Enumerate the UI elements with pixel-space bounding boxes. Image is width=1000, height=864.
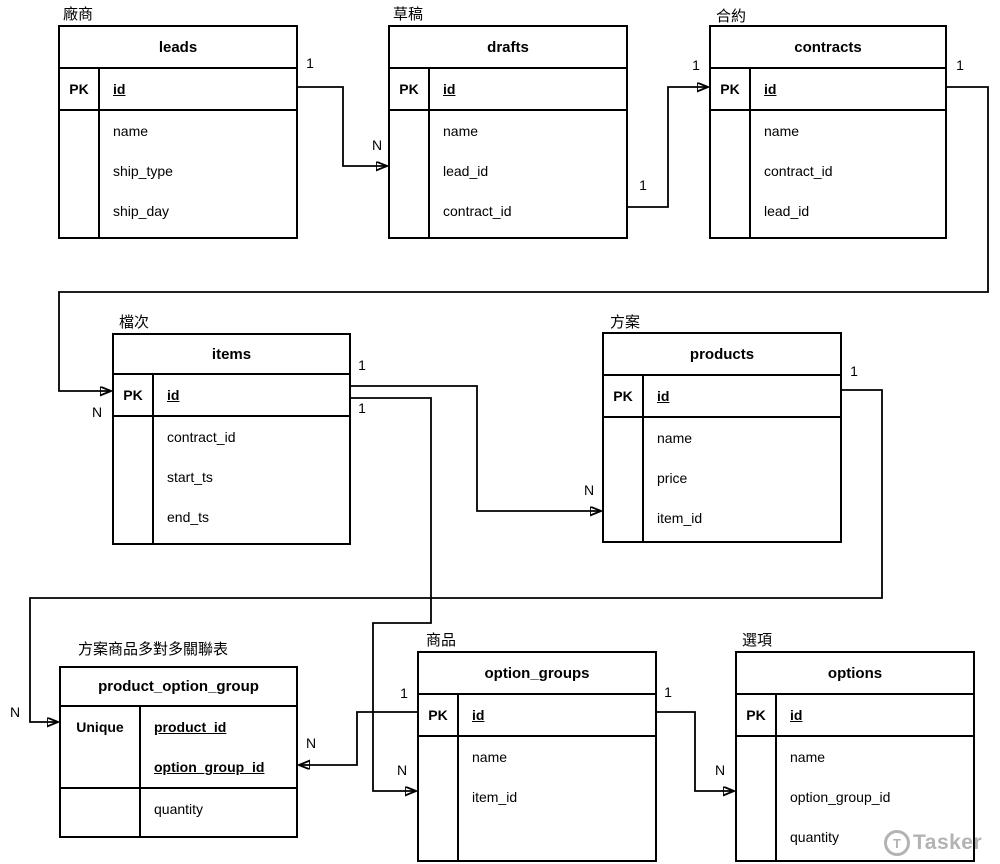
field: quantity bbox=[154, 801, 204, 817]
table-drafts[interactable]: drafts PK id name lead_id contract_id bbox=[388, 25, 628, 239]
field: item_id bbox=[657, 510, 703, 526]
field: name bbox=[657, 430, 693, 446]
table-label-options: 選項 bbox=[742, 632, 773, 649]
key-field: id bbox=[443, 81, 456, 97]
watermark-text: Tasker bbox=[913, 831, 983, 854]
cardinality-label: 1 bbox=[850, 363, 858, 379]
key-field: id bbox=[764, 81, 777, 97]
key-column-spacer bbox=[604, 418, 644, 541]
pk-cell: PK bbox=[604, 376, 644, 416]
table-label-products: 方案 bbox=[610, 314, 641, 331]
cardinality-label: N bbox=[9, 704, 21, 720]
table-title: leads bbox=[60, 27, 296, 69]
field: contract_id bbox=[167, 429, 236, 445]
field: name bbox=[790, 749, 826, 765]
table-title: products bbox=[604, 334, 840, 376]
key-column-spacer bbox=[61, 789, 141, 836]
cardinality-label: N bbox=[714, 762, 726, 778]
table-label-items: 檔次 bbox=[119, 314, 150, 331]
connector-option-groups-options bbox=[657, 711, 734, 791]
table-label-option-groups: 商品 bbox=[426, 632, 457, 649]
field: contract_id bbox=[764, 163, 833, 179]
key-field: id bbox=[790, 707, 803, 723]
cardinality-label: 1 bbox=[358, 400, 366, 416]
field: name bbox=[764, 123, 800, 139]
pk-cell: PK bbox=[419, 695, 459, 735]
cardinality-label: N bbox=[371, 137, 383, 153]
pk-cell: PK bbox=[737, 695, 777, 735]
field: start_ts bbox=[167, 469, 213, 485]
field: lead_id bbox=[443, 163, 489, 179]
table-items[interactable]: items PK id contract_id start_ts end_ts bbox=[112, 333, 351, 545]
key-field: option_group_id bbox=[154, 759, 265, 775]
key-column-spacer bbox=[114, 417, 154, 543]
key-column-spacer bbox=[60, 111, 100, 237]
pk-cell: PK bbox=[60, 69, 100, 109]
field: ship_type bbox=[113, 163, 173, 179]
table-contracts[interactable]: contracts PK id name contract_id lead_id bbox=[709, 25, 947, 239]
table-label-leads: 廠商 bbox=[63, 6, 94, 23]
table-label-drafts: 草稿 bbox=[393, 6, 424, 23]
field: lead_id bbox=[764, 203, 810, 219]
key-column-spacer bbox=[737, 737, 777, 860]
key-field: id bbox=[113, 81, 126, 97]
cardinality-label: 1 bbox=[400, 685, 408, 701]
key-field: id bbox=[472, 707, 485, 723]
table-title: contracts bbox=[711, 27, 945, 69]
table-option-groups[interactable]: option_groups PK id name item_id bbox=[417, 651, 657, 862]
field: price bbox=[657, 470, 688, 486]
table-label-contracts: 合約 bbox=[716, 8, 747, 25]
key-field: id bbox=[167, 387, 180, 403]
table-leads[interactable]: leads PK id name ship_type ship_day bbox=[58, 25, 298, 239]
field: quantity bbox=[790, 829, 840, 845]
key-field: product_id bbox=[154, 719, 227, 735]
key-column-spacer bbox=[419, 737, 459, 860]
cardinality-label: N bbox=[305, 735, 317, 751]
cardinality-label: 1 bbox=[956, 57, 964, 73]
field: item_id bbox=[472, 789, 518, 805]
unique-cell: Unique bbox=[61, 707, 141, 787]
field: ship_day bbox=[113, 203, 170, 219]
table-title: product_option_group bbox=[61, 668, 296, 707]
cardinality-label: N bbox=[396, 762, 408, 778]
table-label-product-option-group: 方案商品多對多關聯表 bbox=[78, 641, 229, 658]
cardinality-label: 1 bbox=[639, 177, 647, 193]
field: name bbox=[113, 123, 149, 139]
key-column-spacer bbox=[390, 111, 430, 237]
connector-leads-drafts bbox=[297, 86, 387, 166]
pk-cell: PK bbox=[390, 69, 430, 109]
table-title: items bbox=[114, 335, 349, 375]
cardinality-label: 1 bbox=[306, 55, 314, 71]
cardinality-label: 1 bbox=[358, 357, 366, 373]
table-title: option_groups bbox=[419, 653, 655, 695]
key-field: id bbox=[657, 388, 670, 404]
field: end_ts bbox=[167, 509, 210, 525]
table-title: drafts bbox=[390, 27, 626, 69]
connector-items-products bbox=[351, 385, 601, 511]
cardinality-label: 1 bbox=[692, 57, 700, 73]
pk-cell: PK bbox=[711, 69, 751, 109]
cardinality-label: N bbox=[91, 404, 103, 420]
field: option_group_id bbox=[790, 789, 891, 805]
cardinality-label: 1 bbox=[664, 684, 672, 700]
tasker-watermark: T Tasker bbox=[884, 830, 982, 856]
pk-cell: PK bbox=[114, 375, 154, 415]
key-column-spacer bbox=[711, 111, 751, 237]
tasker-logo-icon: T bbox=[884, 830, 910, 856]
field: name bbox=[443, 123, 479, 139]
table-title: options bbox=[737, 653, 973, 695]
field: name bbox=[472, 749, 508, 765]
table-product-option-group[interactable]: product_option_group Unique product_id o… bbox=[59, 666, 298, 838]
cardinality-label: N bbox=[583, 482, 595, 498]
table-products[interactable]: products PK id name price item_id bbox=[602, 332, 842, 543]
field: contract_id bbox=[443, 203, 512, 219]
